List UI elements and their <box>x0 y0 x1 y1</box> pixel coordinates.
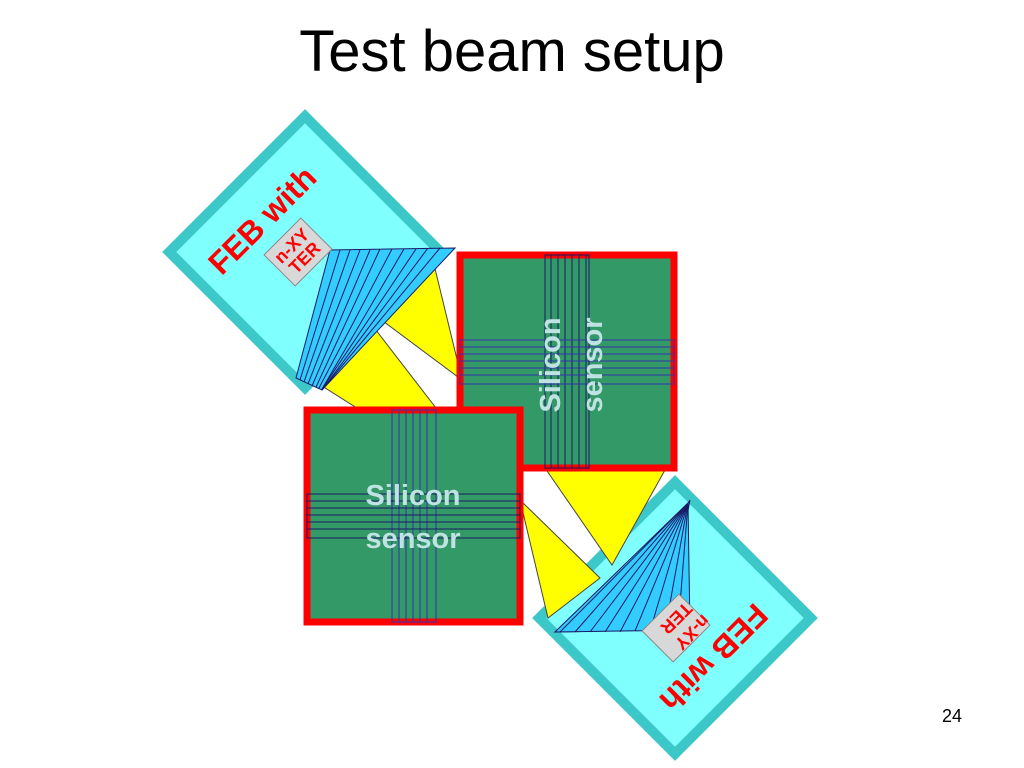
sensor-top-label-line1: Silicon <box>535 317 567 412</box>
fanout-top <box>295 247 457 391</box>
sensor-bottom: Silicon sensor <box>303 406 524 626</box>
sensor-bottom-cross-strips <box>306 493 521 539</box>
slide-title: Test beam setup <box>299 19 725 84</box>
fanout-bottom <box>553 499 691 633</box>
chip-bottom <box>641 593 711 663</box>
sensor-bottom-label-line2: sensor <box>365 523 460 555</box>
sensor-top-cross-strips <box>459 339 675 385</box>
chip-top <box>263 217 333 287</box>
sensor-bottom-label-line1: Silicon <box>365 480 460 512</box>
cable-bottom-left <box>519 498 601 619</box>
page-number: 24 <box>941 706 962 726</box>
sensor-bottom-strips <box>391 409 437 623</box>
sensor-top-label-line2: sensor <box>577 317 609 412</box>
